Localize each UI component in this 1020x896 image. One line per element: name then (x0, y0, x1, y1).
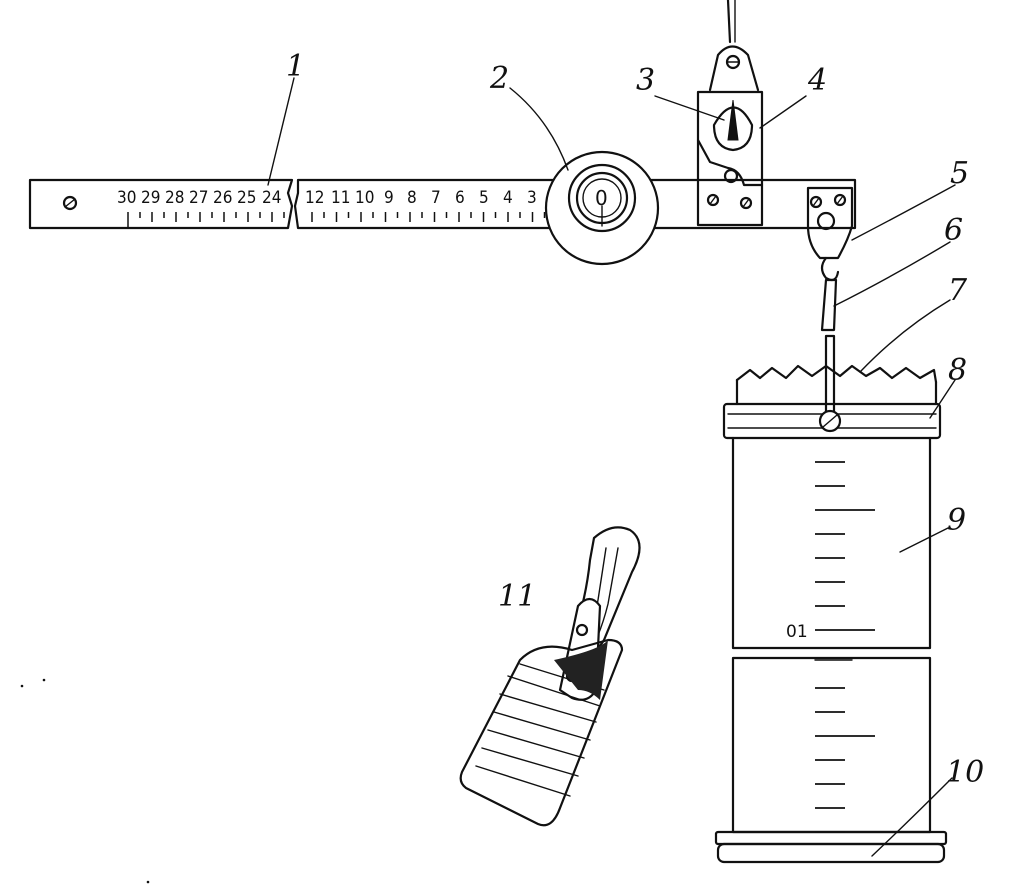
indicator-needle-icon (727, 99, 739, 141)
scale-num: 10 (355, 188, 374, 208)
leader-lines (267, 77, 956, 857)
cylinder-ticks-lower (815, 687, 875, 833)
cylinder-base (716, 842, 946, 864)
scale-left: 30 29 28 27 26 25 24 (117, 188, 281, 208)
callout-label: 7 (948, 273, 968, 308)
scale-num: 4 (503, 188, 513, 208)
cylinder: 01 (714, 364, 948, 864)
scale-num: 28 (165, 188, 184, 208)
scale-ticks-right (311, 212, 546, 222)
scoop-hatching (475, 663, 605, 797)
cylinder-mark: 01 (786, 622, 808, 642)
sliding-weight: 0 (544, 150, 660, 266)
callout-label: 6 (944, 213, 963, 248)
beam (28, 178, 857, 230)
scale-num: 11 (331, 188, 350, 208)
callout-label: 10 (946, 755, 984, 790)
scale-num: 3 (527, 188, 537, 208)
callout-label: 5 (950, 156, 969, 191)
cylinder-ticks-upper (815, 461, 875, 631)
scale-num: 27 (189, 188, 208, 208)
scale-num: 9 (384, 188, 394, 208)
end-hanger (806, 186, 854, 282)
scale-num: 8 (407, 188, 417, 208)
scale-num: 26 (213, 188, 232, 208)
callout-label: 11 (498, 579, 536, 614)
scale-num: 24 (262, 188, 281, 208)
scale-num: 12 (305, 188, 324, 208)
scale-num: 7 (431, 188, 441, 208)
dial-label: 0 (595, 186, 608, 210)
beam-screw-icon (62, 195, 78, 211)
scale-num: 6 (455, 188, 465, 208)
scale-ticks-left (127, 212, 285, 228)
callout-label: 1 (286, 49, 305, 84)
suspension-frame (696, 0, 764, 227)
scale-num: 5 (479, 188, 489, 208)
scale-num: 30 (117, 188, 136, 208)
callout-label: 4 (807, 63, 827, 98)
callout-label: 9 (947, 503, 966, 538)
link-rod (820, 278, 838, 414)
callout-label: 8 (948, 353, 967, 388)
callout-label: 2 (489, 61, 509, 96)
cylinder-collar (722, 402, 942, 440)
scale-right: 12 11 10 9 8 7 6 5 4 3 (305, 188, 537, 208)
scale-num: 29 (141, 188, 160, 208)
scoop (459, 526, 641, 827)
callout-label: 3 (636, 63, 655, 98)
callout-labels: 1 2 3 4 5 6 7 8 9 10 11 (286, 49, 984, 790)
scale-num: 25 (237, 188, 256, 208)
